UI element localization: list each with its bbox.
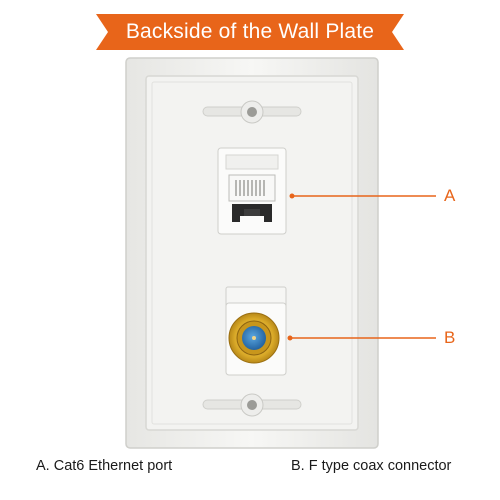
callout-line-b: [287, 335, 436, 341]
banner-ribbon-shape: [96, 14, 404, 50]
title-banner: Backside of the Wall Plate: [96, 14, 404, 50]
callout-line-a: [289, 193, 436, 199]
f-type-coax-connector: [225, 286, 287, 376]
cat6-keystone-jack: [217, 147, 287, 235]
callout-label-b: B: [444, 328, 456, 347]
caption-b: B. F type coax connector: [291, 458, 452, 474]
caption-a: A. Cat6 Ethernet port: [36, 458, 173, 474]
plate-inner-rim: [145, 75, 359, 431]
callout-label-a: A: [444, 186, 456, 205]
top-screw-hole: [202, 100, 302, 124]
bottom-screw-hole: [202, 393, 302, 417]
banner-title: Backside of the Wall Plate: [125, 20, 375, 43]
